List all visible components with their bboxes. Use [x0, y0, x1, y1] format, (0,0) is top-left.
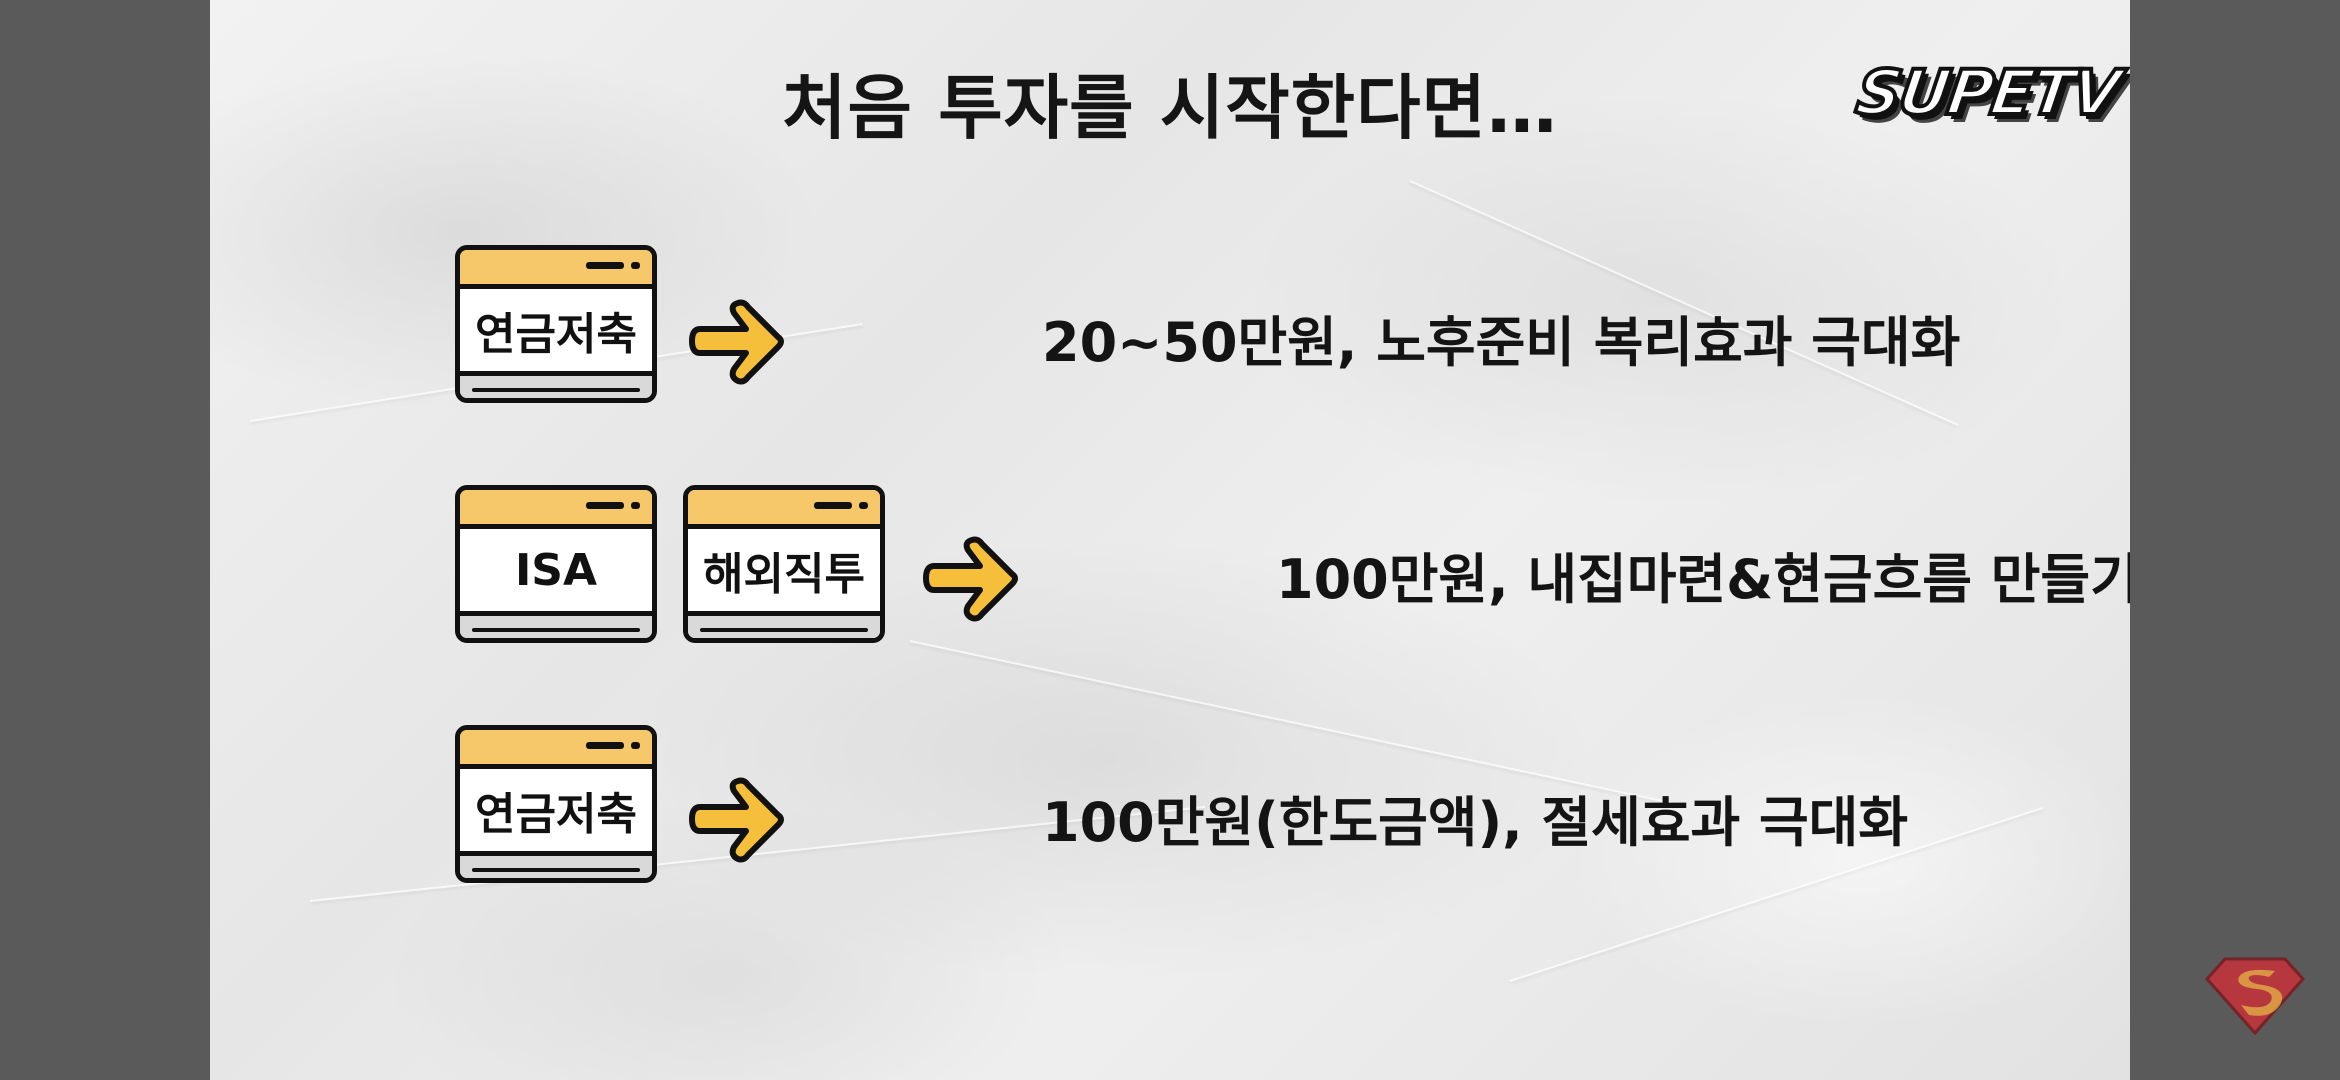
channel-logo-text: SUPETV [1850, 54, 2125, 131]
superman-shield-icon [2205, 957, 2305, 1035]
badge-label-overseas: 해외직투 [703, 549, 865, 600]
slide-title: 처음 투자를 시작한다면… [782, 67, 1558, 149]
channel-logo: SUPETV [1850, 30, 2125, 155]
badge-label-pension: 연금저축 [475, 309, 637, 360]
row-description: 100만원(한도금액), 절세효과 극대화 [1042, 791, 1909, 854]
window-badge-icon: 연금저축 [455, 245, 657, 403]
window-badge-icon: ISA [455, 485, 657, 643]
right-arrow-icon [689, 299, 784, 385]
window-badge-icon: 해외직투 [683, 485, 885, 643]
presentation-slide: 처음 투자를 시작한다면… SUPETV 연금저축 20~50만원, 노후준비 … [210, 0, 2130, 1080]
right-arrow-icon [689, 777, 784, 863]
right-arrow-icon [923, 536, 1018, 622]
row-description: 20~50만원, 노후준비 복리효과 극대화 [1042, 311, 1961, 374]
badge-label-isa: ISA [514, 544, 598, 596]
badge-label-pension: 연금저축 [475, 789, 637, 840]
window-badge-icon: 연금저축 [455, 725, 657, 883]
row-description: 100만원, 내집마련&현금흐름 만들기 [1276, 548, 2130, 611]
